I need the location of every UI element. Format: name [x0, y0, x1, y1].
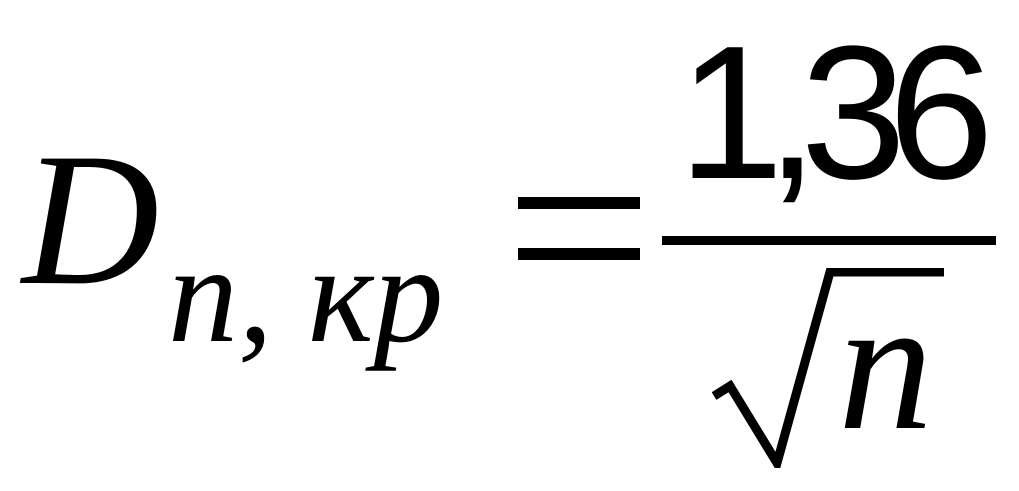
- equals-bar-bottom: [518, 248, 640, 260]
- equals-bar-top: [518, 197, 640, 209]
- lhs-symbol: D: [22, 115, 160, 325]
- equals-sign: [518, 185, 640, 260]
- radicand: n: [838, 260, 933, 470]
- fraction-bar: [662, 236, 996, 245]
- fraction-numerator: 1,36: [678, 7, 994, 219]
- lhs-subscript: n, кр: [168, 217, 444, 372]
- square-root-icon: [712, 268, 944, 468]
